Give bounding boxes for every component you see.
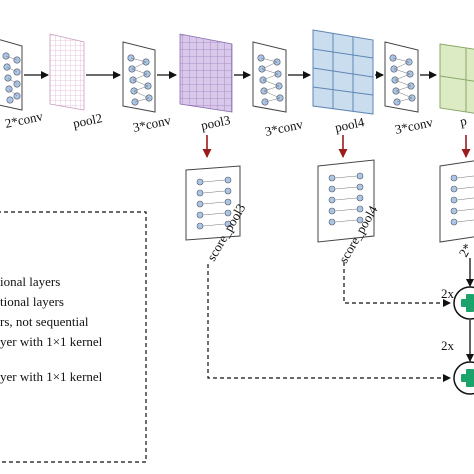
score-pool4-block: score_pool4 bbox=[317, 159, 381, 266]
label-pool2: pool2 bbox=[72, 110, 104, 131]
pool5-block: p bbox=[439, 43, 474, 129]
conv-block-d: 3*conv bbox=[384, 41, 435, 137]
label-conv-b: 3*conv bbox=[132, 112, 173, 135]
legend-item: rs, not sequential bbox=[0, 314, 89, 329]
dashed-path-score-pool3-to-sum2 bbox=[207, 264, 451, 382]
pool3-block: pool3 bbox=[179, 33, 233, 133]
legend-item: yer with 1×1 kernel bbox=[0, 369, 103, 384]
conv-block-a: 2*conv bbox=[0, 39, 45, 131]
legend-item: ional layers bbox=[0, 274, 60, 289]
legend-item: yer with 1×1 kernel bbox=[0, 334, 103, 349]
label-score-conv7: 2* bbox=[456, 241, 474, 260]
plus-circle-icon bbox=[453, 361, 474, 395]
score-pool3-block: score_pool3 bbox=[185, 165, 248, 264]
label-conv-c: 3*conv bbox=[264, 116, 305, 139]
pool2-block: pool2 bbox=[49, 33, 104, 131]
label-upsample-middle: 2x bbox=[441, 338, 455, 353]
dashed-path-score-pool4-to-sum1 bbox=[343, 262, 451, 307]
score-conv7-block: 2* bbox=[439, 160, 474, 260]
label-upsample-top: 2x bbox=[441, 286, 455, 301]
neuron-stack-a bbox=[2, 52, 21, 104]
conv-block-b: 3*conv bbox=[122, 41, 173, 135]
legend-item: tional layers bbox=[0, 294, 64, 309]
plus-circle-icon bbox=[453, 286, 474, 320]
conv-block-c: 3*conv bbox=[252, 41, 305, 139]
label-conv-a: 2*conv bbox=[4, 108, 45, 131]
legend-box: ional layers tional layers rs, not seque… bbox=[0, 211, 147, 463]
label-pool5: p bbox=[459, 113, 468, 129]
label-pool4: pool4 bbox=[334, 114, 367, 135]
label-conv-d: 3*conv bbox=[394, 114, 435, 137]
label-pool3: pool3 bbox=[200, 112, 232, 133]
pool4-block: pool4 bbox=[312, 29, 374, 135]
